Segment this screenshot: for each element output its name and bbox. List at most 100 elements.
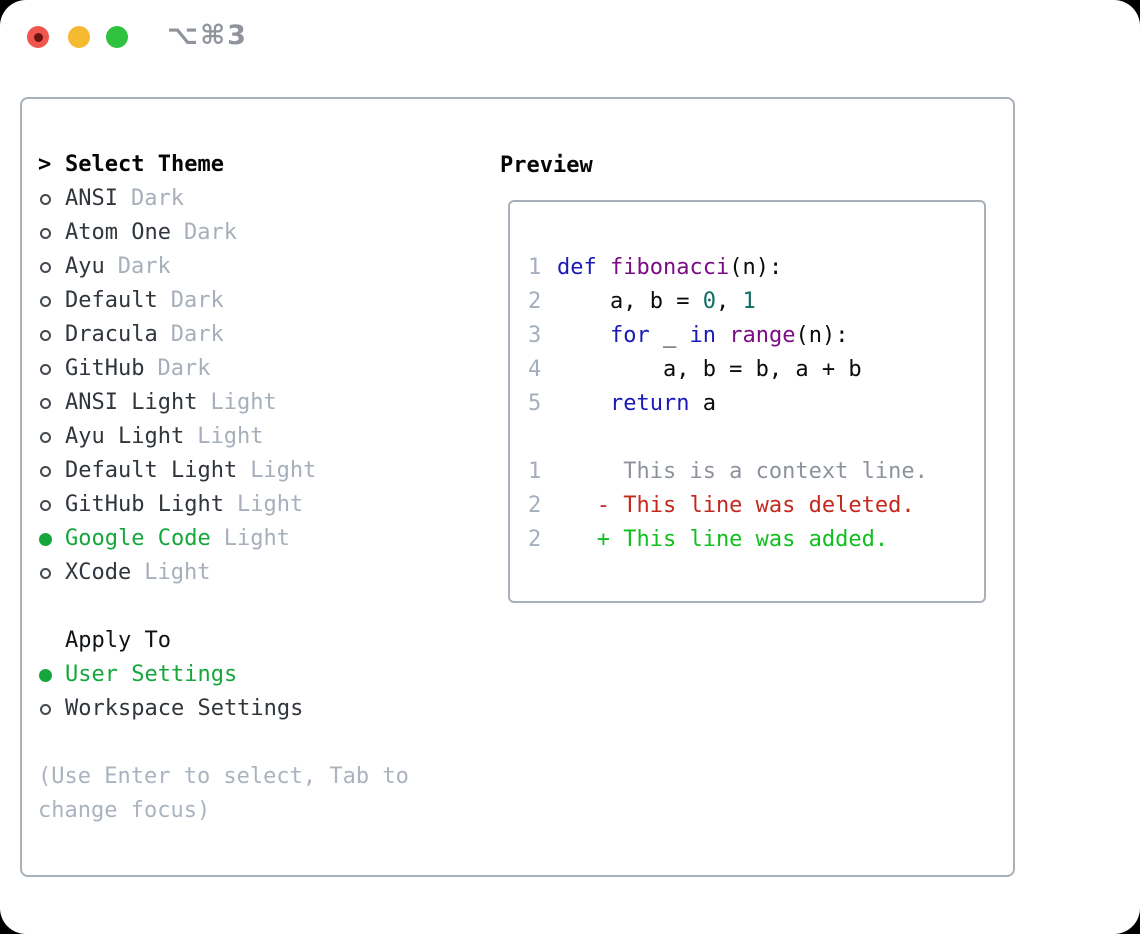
- window-titlebar: ⌥⌘3: [0, 0, 1140, 76]
- code-text: a, b = b, a + b: [557, 353, 862, 387]
- radio-selected-icon: [39, 668, 52, 682]
- minimize-button[interactable]: [68, 26, 90, 48]
- theme-name: XCode: [65, 560, 132, 585]
- bullet-slot: [38, 703, 65, 715]
- code-line: 1 This is a context line.: [528, 455, 984, 489]
- theme-option-github-light[interactable]: GitHub Light Light: [38, 488, 409, 522]
- preview-title: Preview: [500, 152, 593, 178]
- line-number: 5: [528, 391, 542, 416]
- code-segment-pl: a, b =: [557, 289, 703, 314]
- theme-name: ANSI Light: [65, 390, 198, 415]
- bullet-slot: [38, 431, 65, 443]
- theme-option-ansi-light[interactable]: ANSI Light Light: [38, 386, 409, 420]
- theme-variant-label: Light: [236, 492, 304, 517]
- line-number: 1: [528, 255, 542, 280]
- theme-name: Google Code: [65, 526, 211, 551]
- code-line: 5 return a: [528, 387, 984, 421]
- radio-unselected-icon: [40, 329, 51, 341]
- theme-variant-label: Dark: [170, 322, 224, 347]
- bullet-slot: [38, 397, 65, 409]
- theme-option-ayu-light[interactable]: Ayu Light Light: [38, 420, 409, 454]
- theme-variant-label: Light: [197, 424, 264, 449]
- radio-unselected-icon: [40, 567, 51, 579]
- theme-option-atom-one[interactable]: Atom One Dark: [38, 216, 409, 250]
- radio-unselected-icon: [40, 703, 51, 715]
- code-segment-pl: [716, 323, 729, 348]
- theme-option-google-code[interactable]: Google Code Light: [38, 522, 409, 556]
- radio-unselected-icon: [40, 499, 51, 511]
- line-number: 4: [528, 357, 542, 382]
- hint-line-1: (Use Enter to select, Tab to: [38, 764, 409, 789]
- code-segment-kw: in: [689, 323, 716, 348]
- theme-variant-label: Light: [210, 390, 277, 415]
- code-segment-fn: range: [729, 323, 796, 348]
- theme-option-github[interactable]: GitHub Dark: [38, 352, 409, 386]
- theme-variant-label: Light: [250, 458, 317, 483]
- apply-to-header: Apply To: [38, 624, 409, 658]
- code-text: for _ in range(n):: [557, 319, 848, 353]
- radio-unselected-icon: [40, 261, 51, 273]
- theme-variant-label: Dark: [157, 356, 211, 381]
- radio-unselected-icon: [40, 295, 51, 307]
- theme-variant-label: Dark: [170, 288, 224, 313]
- radio-unselected-icon: [40, 465, 51, 477]
- theme-variant-label: Light: [223, 526, 290, 551]
- bullet-slot: [38, 261, 65, 273]
- code-segment-add: + This line was added.: [557, 527, 889, 552]
- code-line: 2 - This line was deleted.: [528, 489, 984, 523]
- apply-option-user-settings[interactable]: User Settings: [38, 658, 409, 692]
- hint-line-2: change focus): [38, 798, 211, 823]
- code-segment-pl: _: [649, 323, 690, 348]
- theme-name: GitHub Light: [65, 492, 224, 517]
- code-segment-fn: fibonacci: [609, 255, 730, 280]
- theme-name: Ayu Light: [65, 424, 185, 449]
- apply-option-label: Workspace Settings: [65, 696, 304, 721]
- bullet-slot: [38, 532, 65, 546]
- code-text: + This line was added.: [557, 523, 888, 557]
- code-segment-ctx: This is a context line.: [557, 459, 928, 484]
- code-text: return a: [557, 387, 716, 421]
- apply-option-label: User Settings: [65, 662, 238, 687]
- code-line: 4 a, b = b, a + b: [528, 353, 984, 387]
- apply-option-workspace-settings[interactable]: Workspace Settings: [38, 692, 409, 726]
- close-button[interactable]: [27, 26, 49, 48]
- code-segment-pl: (n):: [795, 323, 849, 348]
- code-line: 2 + This line was added.: [528, 523, 984, 557]
- code-text: a, b = 0, 1: [557, 285, 756, 319]
- line-number: 2: [528, 289, 542, 314]
- zoom-button[interactable]: [106, 26, 128, 48]
- theme-name: GitHub: [65, 356, 145, 381]
- bullet-slot: [38, 193, 65, 205]
- bullet-slot: [38, 227, 65, 239]
- line-number: 2: [528, 493, 542, 518]
- theme-name: Default Light: [65, 458, 238, 483]
- spacer: [38, 726, 409, 760]
- code-segment-pl: a, b = b, a + b: [557, 357, 862, 382]
- radio-unselected-icon: [40, 227, 51, 239]
- code-segment-kw: def: [557, 255, 610, 280]
- code-segment-pl: [557, 323, 610, 348]
- theme-name: Ayu: [65, 254, 105, 279]
- code-segment-del: - This line was deleted.: [557, 493, 915, 518]
- theme-option-dracula[interactable]: Dracula Dark: [38, 318, 409, 352]
- code-text: def fibonacci(n):: [557, 251, 782, 285]
- line-number: 1: [528, 459, 542, 484]
- bullet-slot: [38, 295, 65, 307]
- theme-name: Atom One: [65, 220, 171, 245]
- blank-line: [528, 421, 984, 455]
- radio-unselected-icon: [40, 431, 51, 443]
- radio-unselected-icon: [40, 193, 51, 205]
- theme-name: Dracula: [65, 322, 158, 347]
- theme-option-default-light[interactable]: Default Light Light: [38, 454, 409, 488]
- code-segment-pl: [557, 391, 610, 416]
- theme-variant-label: Dark: [183, 220, 237, 245]
- select-theme-title: Select Theme: [65, 152, 224, 177]
- code-line: 1 def fibonacci(n):: [528, 251, 984, 285]
